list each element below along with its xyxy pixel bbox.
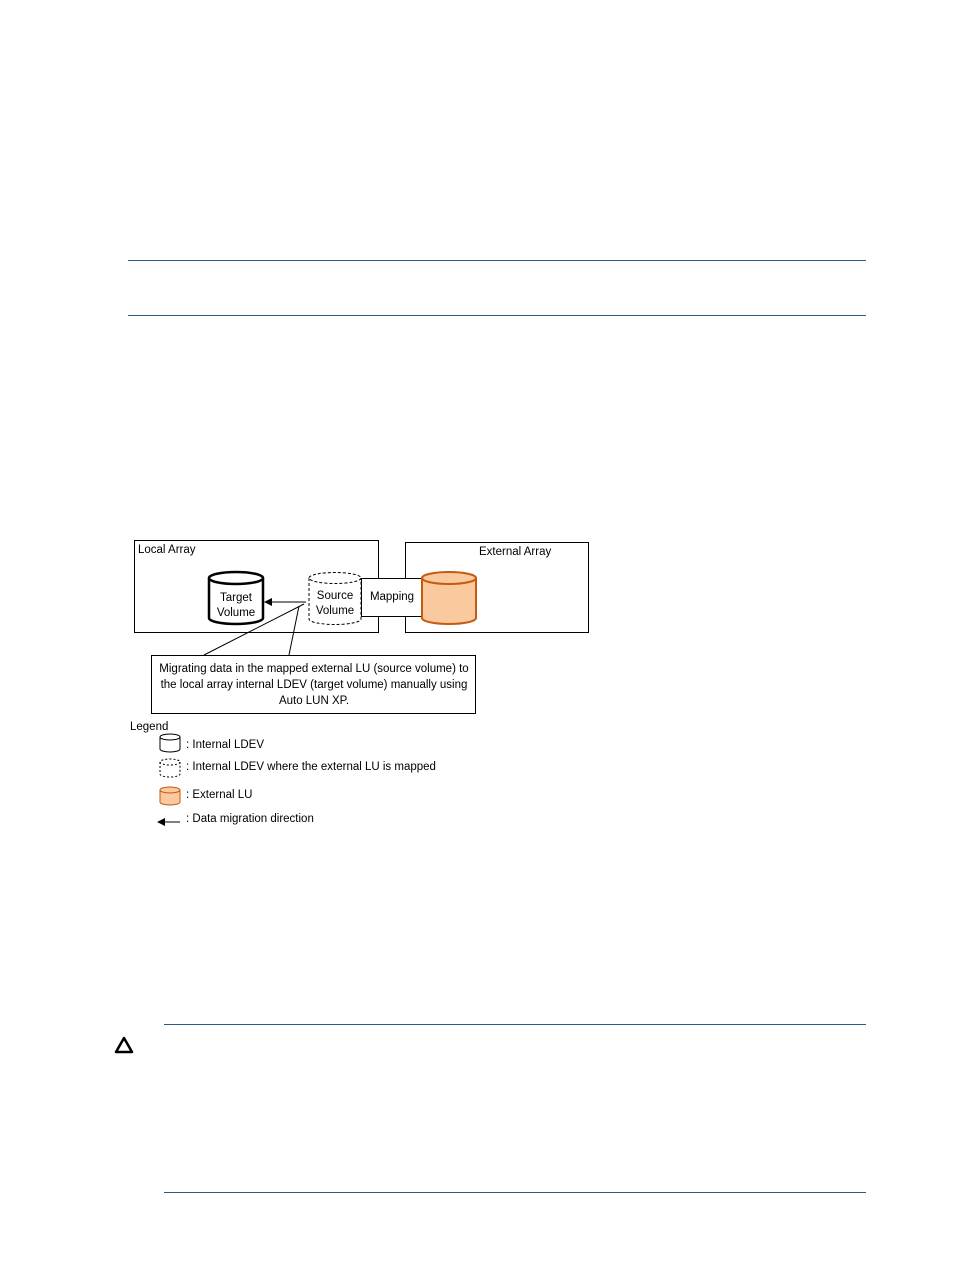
legend: Legend : Internal LDEV : Internal LDEV w… bbox=[130, 721, 436, 826]
external-array-label: External Array bbox=[479, 546, 551, 558]
section-rule-bottom bbox=[128, 315, 866, 316]
callout-text-line-3: Auto LUN XP. bbox=[279, 695, 349, 707]
legend-item-mapped-ldev: : Internal LDEV where the external LU is… bbox=[186, 761, 436, 773]
caution-rule-bottom bbox=[164, 1192, 866, 1193]
external-array-box: External Array bbox=[405, 542, 589, 633]
callout-text-line-2: the local array internal LDEV (target vo… bbox=[161, 679, 468, 691]
external-lu-cylinder bbox=[421, 571, 477, 625]
external-lu-cylinder-icon bbox=[159, 786, 181, 806]
legend-title: Legend bbox=[130, 721, 168, 733]
caution-triangle-icon bbox=[114, 1036, 134, 1054]
legend-item-external-lu: : External LU bbox=[186, 789, 252, 801]
mapped-ldev-dashed-cylinder-icon bbox=[159, 758, 181, 778]
source-volume-label-1: Source bbox=[317, 590, 353, 602]
mapping-box: Mapping bbox=[361, 578, 423, 617]
source-volume-cylinder: Source Volume bbox=[308, 572, 362, 625]
callout-pointer-right bbox=[288, 605, 300, 656]
target-volume-cylinder: Target Volume bbox=[207, 570, 265, 626]
mapping-label: Mapping bbox=[370, 591, 414, 603]
legend-item-migration-direction: : Data migration direction bbox=[186, 813, 314, 825]
caution-rule-top bbox=[164, 1024, 866, 1025]
target-volume-label-2: Volume bbox=[217, 607, 255, 619]
legend-item-internal-ldev: : Internal LDEV bbox=[186, 739, 264, 751]
local-array-label: Local Array bbox=[138, 544, 196, 556]
target-volume-label-1: Target bbox=[220, 592, 253, 604]
section-rule-top bbox=[128, 260, 866, 261]
callout-pointer-left bbox=[203, 603, 305, 656]
callout-box: Migrating data in the mapped external LU… bbox=[151, 655, 476, 714]
source-volume-label-2: Volume bbox=[316, 605, 354, 617]
internal-ldev-cylinder-icon bbox=[159, 733, 181, 753]
callout-text-line-1: Migrating data in the mapped external LU… bbox=[159, 663, 468, 675]
